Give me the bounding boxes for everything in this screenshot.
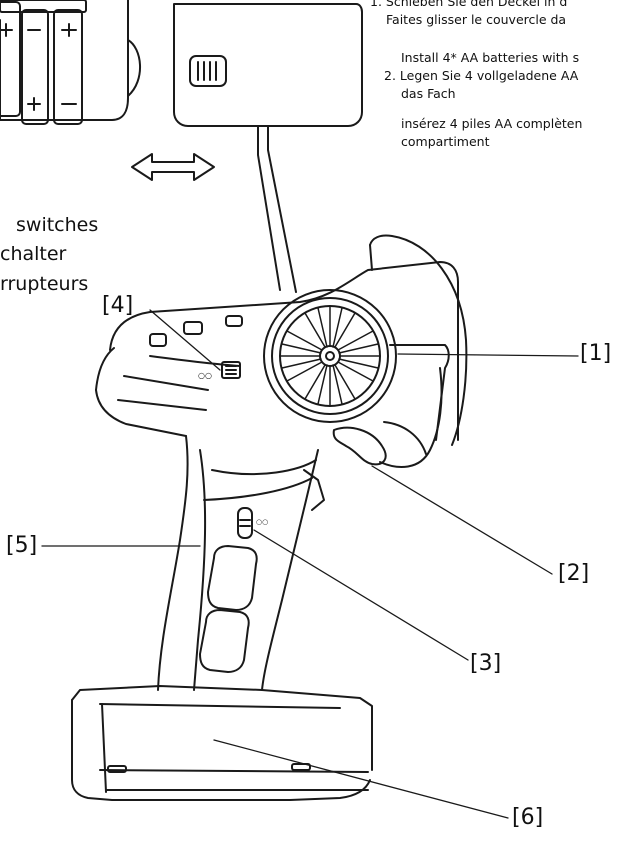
battery-compartment — [0, 0, 142, 125]
step1-fr: Faites glisser le couvercle da — [386, 12, 567, 27]
step2-en: Install 4* AA batteries with s — [401, 50, 580, 65]
callout-6: [6] — [512, 805, 544, 830]
leader-lines — [41, 309, 579, 819]
transmitter-body: ○○ ○○ — [95, 234, 468, 691]
leader-6 — [213, 739, 509, 819]
battery-1 — [0, 1, 21, 117]
step1-de: 1. Schieben Sie den Deckel in d — [370, 0, 568, 9]
leader-4 — [149, 309, 221, 371]
battery-3 — [53, 9, 83, 125]
transmitter-base — [71, 685, 373, 801]
svg-text:○○: ○○ — [198, 371, 212, 380]
battery-cover — [173, 3, 363, 127]
step2-de-b: das Fach — [401, 86, 456, 101]
leader-2 — [371, 465, 553, 575]
callout-1: [1] — [580, 341, 612, 366]
svg-text:○○: ○○ — [256, 518, 268, 526]
battery-2 — [21, 9, 49, 125]
leader-3 — [253, 529, 469, 661]
switches-label-en: switches — [16, 214, 99, 236]
steering-wheel — [263, 289, 397, 423]
switches-label-fr: rrupteurs — [0, 273, 89, 295]
callout-5: [5] — [6, 533, 38, 558]
step2-fr-a: insérez 4 piles AA complèten — [401, 116, 583, 131]
step2-de-a: 2. Legen Sie 4 vollgeladene AA — [384, 68, 579, 83]
switches-label-de: chalter — [0, 243, 67, 265]
callout-4: [4] — [102, 293, 134, 318]
antenna — [257, 125, 281, 291]
throttle-trigger — [332, 426, 387, 466]
step2-fr-b: compartiment — [401, 134, 490, 149]
callout-3: [3] — [470, 651, 502, 676]
leader-1 — [397, 353, 579, 357]
callout-2: [2] — [558, 561, 590, 586]
slide-direction-arrow — [131, 153, 215, 181]
